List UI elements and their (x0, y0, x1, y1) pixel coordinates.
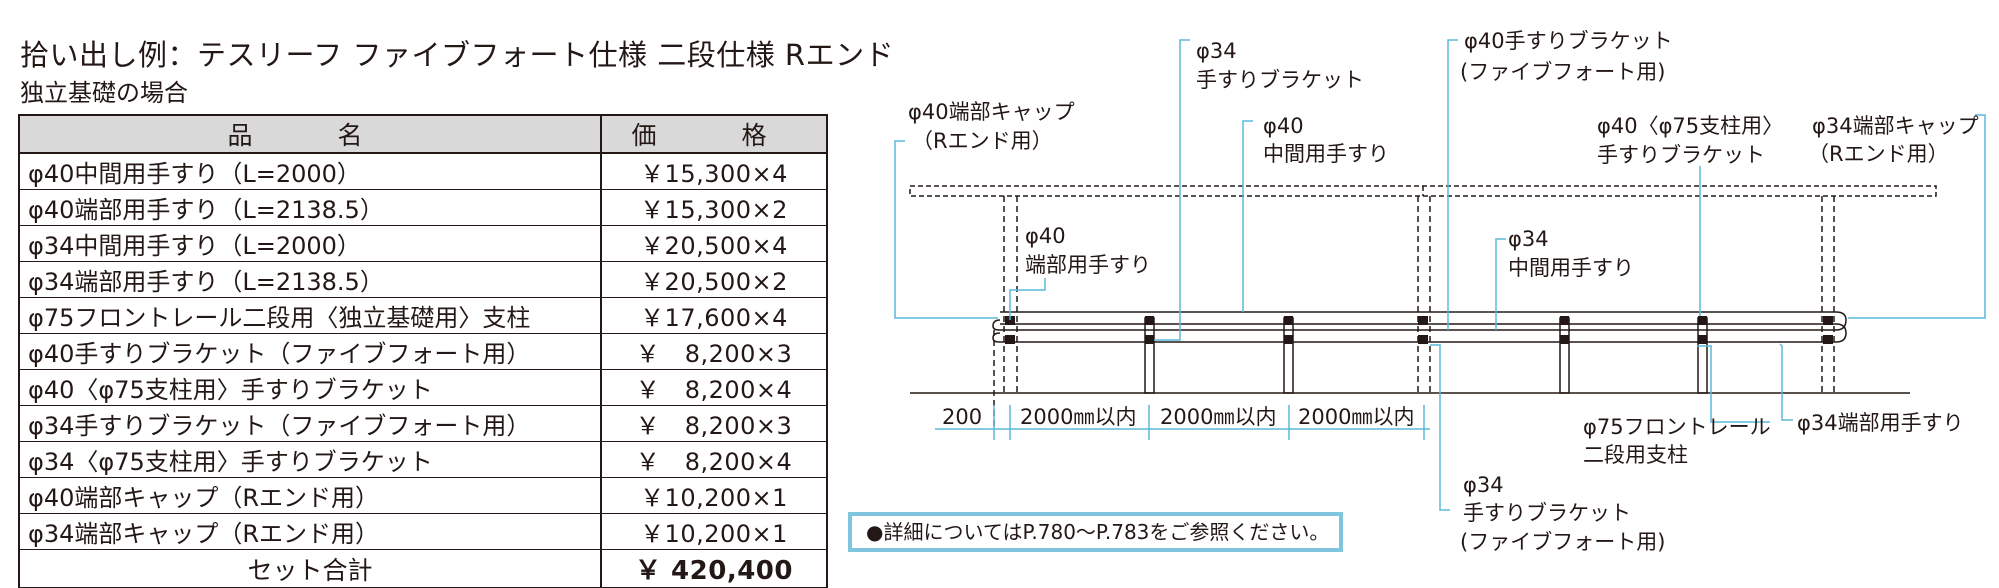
fence-top-frame (909, 185, 1937, 197)
label-br34ff-line2: 手すりブラケット (1463, 501, 1631, 525)
railing-diagram: φ40端部キャップ （Rエンド用） φ34 手すりブラケット φ40手すりブラケ… (894, 29, 1986, 554)
header-item-name: 品 名 (18, 114, 602, 154)
label-dim-2000-b: 2000㎜以内 (1160, 405, 1276, 429)
label-post-line1: φ75フロントレール (1583, 415, 1771, 439)
header-price: 価 格 (600, 114, 828, 154)
table-row: φ40中間用手すり（L=2000）￥15,300×4 (18, 152, 828, 190)
item-name: φ40〈φ75支柱用〉手すりブラケット (18, 369, 602, 406)
label-br40ff-line1: φ40手すりブラケット (1464, 29, 1673, 53)
fence-dashed-posts (993, 196, 1835, 430)
item-name: φ34端部用手すり（L=2138.5） (18, 261, 602, 298)
page-title: 拾い出し例：テスリーフ ファイブフォート仕様 二段仕様 Rエンド (20, 38, 895, 72)
item-price: ￥15,300×4 (600, 152, 828, 190)
leader-lines (894, 39, 1986, 511)
table-row: φ40手すりブラケット（ファイブフォート用）￥ 8,200×3 (18, 333, 828, 370)
label-mid34-line1: φ34 (1508, 227, 1549, 251)
item-name: φ34中間用手すり（L=2000） (18, 225, 602, 262)
label-dim-2000-c: 2000㎜以内 (1298, 405, 1414, 429)
label-br34ff-line1: φ34 (1463, 473, 1504, 497)
label-br34-line2: 手すりブラケット (1196, 68, 1364, 92)
table-row: φ34手すりブラケット（ファイブフォート用）￥ 8,200×3 (18, 405, 828, 442)
label-br34ff-line3: (ファイブフォート用) (1460, 530, 1665, 554)
table-row: φ34〈φ75支柱用〉手すりブラケット￥ 8,200×4 (18, 441, 828, 478)
table-row: φ34中間用手すり（L=2000）￥20,500×4 (18, 225, 828, 262)
label-post-line2: 二段用支柱 (1583, 443, 1688, 467)
table-row: φ40端部用手すり（L=2138.5）￥15,300×2 (18, 189, 828, 226)
label-cap34-line2: （Rエンド用） (1808, 142, 1949, 166)
item-name: φ40端部キャップ（Rエンド用） (18, 477, 602, 514)
item-price: ￥ 8,200×3 (600, 405, 828, 442)
label-br40p-line2: 手すりブラケット (1597, 143, 1765, 167)
item-name: φ40端部用手すり（L=2138.5） (18, 189, 602, 226)
label-mid40-line1: φ40 (1263, 114, 1304, 138)
price-table: 品 名 価 格 φ40中間用手すり（L=2000）￥15,300×4 φ40端部… (18, 114, 828, 588)
table-header-row: 品 名 価 格 (18, 114, 828, 154)
table-row: φ40端部キャップ（Rエンド用）￥10,200×1 (18, 477, 828, 514)
label-end40-line1: φ40 (1025, 224, 1066, 248)
dimension-lines (935, 405, 1430, 440)
label-mid40-line2: 中間用手すり (1263, 142, 1389, 166)
item-price: ￥ 8,200×4 (600, 369, 828, 406)
item-price: ￥ 8,200×4 (600, 441, 828, 478)
label-mid34-line2: 中間用手すり (1508, 256, 1634, 280)
label-end34: φ34端部用手すり (1797, 411, 1964, 435)
table-row: φ40〈φ75支柱用〉手すりブラケット￥ 8,200×4 (18, 369, 828, 406)
label-dim-200: 200 (942, 405, 982, 429)
diagram-labels: φ40端部キャップ （Rエンド用） φ34 手すりブラケット φ40手すりブラケ… (908, 29, 1979, 554)
label-br34-line1: φ34 (1196, 39, 1237, 63)
item-name: φ34手すりブラケット（ファイブフォート用） (18, 405, 602, 442)
item-price: ￥17,600×4 (600, 297, 828, 334)
item-price: ￥10,200×1 (600, 513, 828, 550)
label-cap40-line1: φ40端部キャップ (908, 100, 1075, 124)
item-name: φ40手すりブラケット（ファイブフォート用） (18, 333, 602, 370)
reference-note: ●詳細についてはP.780〜P.783をご参照ください。 (848, 512, 1343, 552)
label-cap34-line1: φ34端部キャップ (1812, 114, 1979, 138)
label-br40ff-line2: (ファイブフォート用) (1460, 60, 1665, 84)
item-name: φ34〈φ75支柱用〉手すりブラケット (18, 441, 602, 478)
item-price: ￥20,500×2 (600, 261, 828, 298)
label-dim-2000-a: 2000㎜以内 (1020, 405, 1136, 429)
table-row: φ34端部用手すり（L=2138.5）￥20,500×2 (18, 261, 828, 298)
item-name: φ75フロントレール二段用〈独立基礎用〉支柱 (18, 297, 602, 334)
item-name: φ40中間用手すり（L=2000） (18, 152, 602, 190)
item-price: ￥10,200×1 (600, 477, 828, 514)
label-br40p-line1: φ40〈φ75支柱用〉 (1597, 114, 1783, 138)
page-subtitle: 独立基礎の場合 (20, 79, 188, 107)
brackets (1005, 316, 1833, 344)
label-end40-line2: 端部用手すり (1025, 253, 1151, 277)
table-row: φ75フロントレール二段用〈独立基礎用〉支柱￥17,600×4 (18, 297, 828, 334)
label-cap40-line2: （Rエンド用） (912, 129, 1053, 153)
